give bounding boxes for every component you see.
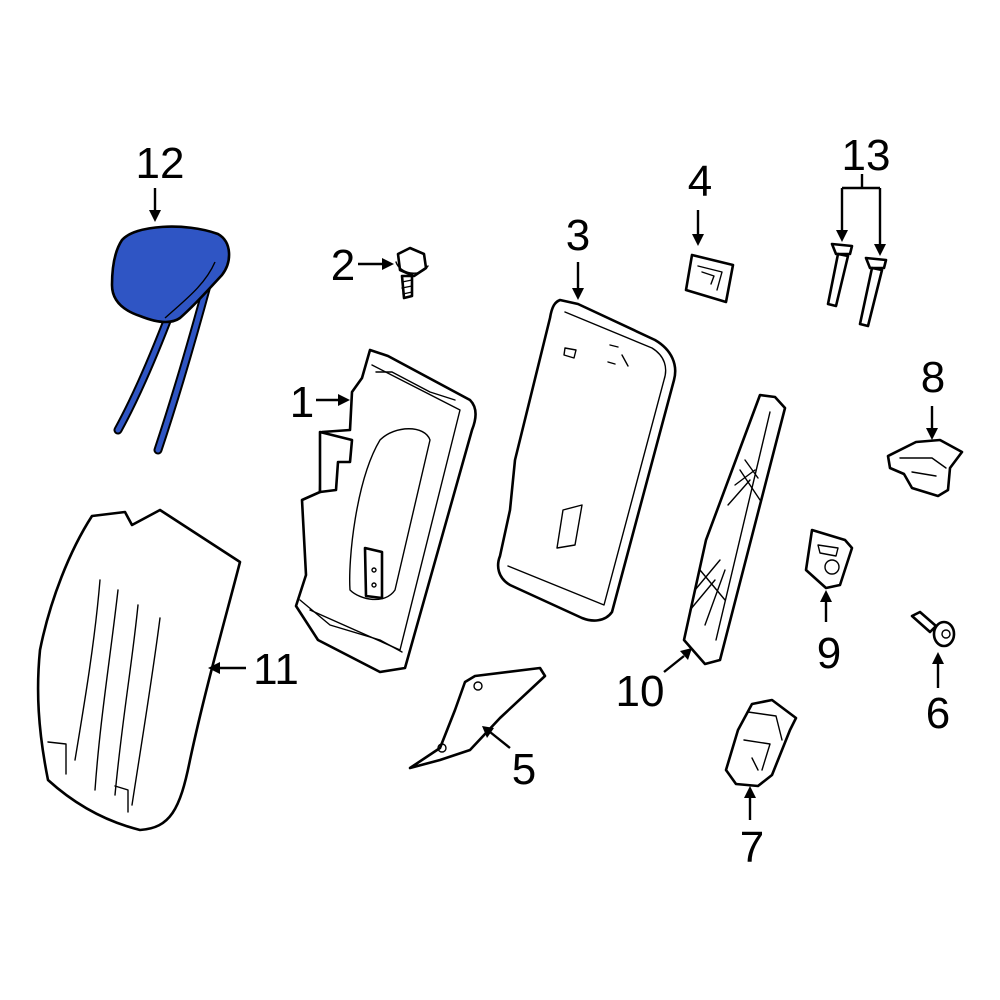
strip-inner — [715, 411, 771, 641]
headrest-post-right-fill — [155, 279, 211, 453]
panel-top-mark-1 — [563, 347, 577, 359]
strip-hatch-lower — [689, 559, 726, 626]
screw-head — [932, 620, 956, 648]
bracket-detail — [899, 457, 947, 477]
panel-outline — [496, 298, 677, 622]
clip-detail — [697, 265, 723, 291]
cover-pleat-4 — [131, 617, 161, 806]
bolt-washer — [395, 261, 429, 274]
arrowhead-7 — [744, 786, 756, 798]
arrowhead-9 — [820, 590, 832, 602]
trim-hole-1 — [473, 681, 483, 691]
part-5-bracket-trim[interactable] — [408, 666, 547, 770]
arrowhead-1 — [338, 394, 350, 406]
part-3-back-panel[interactable] — [496, 298, 677, 622]
screw-recess — [941, 629, 951, 639]
callout-label-1: 1 — [290, 378, 314, 427]
frame-latch — [363, 546, 384, 600]
callout-label-4: 4 — [688, 157, 712, 206]
arrowhead-12 — [149, 210, 161, 222]
part-13-guides[interactable] — [826, 242, 888, 328]
guide-right-stem — [858, 266, 884, 328]
panel-inner-border — [507, 311, 667, 606]
part-11-seat-cover[interactable] — [36, 508, 242, 832]
headrest-seam — [164, 261, 216, 319]
callout-label-13: 13 — [842, 131, 891, 180]
leader-10 — [663, 655, 685, 673]
bracket-outline — [886, 438, 964, 498]
arrowhead-6 — [932, 652, 944, 664]
cover-pleat-1 — [74, 579, 101, 761]
part-9-plate[interactable] — [804, 528, 854, 590]
cover-tab-right — [114, 785, 129, 813]
cover-outline — [36, 508, 242, 832]
frame-hole-1 — [371, 567, 377, 573]
frame-inner-edge — [309, 364, 461, 651]
arrowhead-5 — [482, 726, 494, 738]
guide-left-cap — [830, 242, 854, 256]
strip-hatch-upper — [727, 459, 761, 506]
cover-tab-left — [47, 741, 67, 775]
trim-hole-2 — [437, 743, 447, 753]
arrowhead-13b — [874, 244, 886, 256]
arrowhead-4 — [692, 234, 704, 246]
frame-inner-opening — [349, 428, 431, 601]
part-6-screw[interactable] — [910, 610, 956, 648]
callout-label-7: 7 — [740, 823, 764, 872]
part-4-clip[interactable] — [684, 253, 735, 304]
housing-detail — [743, 711, 783, 771]
callout-label-2: 2 — [331, 241, 355, 290]
frame-bracket — [318, 430, 354, 494]
headrest-pad — [110, 225, 231, 324]
callout-label-12: 12 — [136, 139, 185, 188]
screw-shank — [910, 610, 938, 634]
part-2-bolt[interactable] — [395, 246, 429, 300]
plate-outline — [804, 528, 854, 590]
part-1-frame[interactable] — [294, 348, 477, 674]
part-8-bracket[interactable] — [886, 438, 964, 498]
clip-outline — [684, 253, 735, 304]
callout-labels: 12 2 1 3 4 13 8 9 6 10 7 5 11 — [136, 131, 951, 872]
part-7-latch-housing[interactable] — [724, 698, 798, 788]
leader-arrows — [149, 174, 944, 820]
callout-label-6: 6 — [926, 689, 950, 738]
plate-hole — [824, 559, 840, 575]
leader-5 — [489, 731, 511, 749]
callout-label-3: 3 — [566, 211, 590, 260]
arrowhead-2 — [382, 258, 394, 270]
trim-outline — [408, 666, 547, 770]
guide-left-stem — [826, 252, 850, 308]
callout-label-5: 5 — [512, 745, 536, 794]
plate-slot — [817, 544, 839, 557]
part-12-headrest[interactable] — [110, 225, 231, 455]
arrowhead-8 — [926, 428, 938, 440]
panel-slot — [556, 504, 583, 549]
arrowhead-13a — [836, 230, 848, 242]
arrowhead-3 — [572, 288, 584, 300]
callout-label-9: 9 — [817, 629, 841, 678]
strip-outline — [682, 393, 787, 666]
bolt-thread — [401, 279, 413, 295]
frame-top-detail — [375, 371, 456, 401]
arrowhead-11 — [208, 662, 220, 674]
guide-right-cap — [864, 256, 888, 270]
arrowhead-10 — [680, 648, 692, 660]
frame-bottom-rail — [299, 599, 403, 653]
callout-label-8: 8 — [921, 353, 945, 402]
cover-pleat-3 — [114, 604, 139, 796]
callout-label-10: 10 — [616, 667, 665, 716]
panel-top-mark-2 — [607, 344, 629, 367]
frame-hole-2 — [371, 582, 377, 588]
part-10-trim-strip[interactable] — [682, 393, 787, 666]
callout-label-11: 11 — [253, 645, 299, 694]
leader-13 — [840, 174, 882, 246]
cover-pleat-2 — [94, 589, 119, 791]
